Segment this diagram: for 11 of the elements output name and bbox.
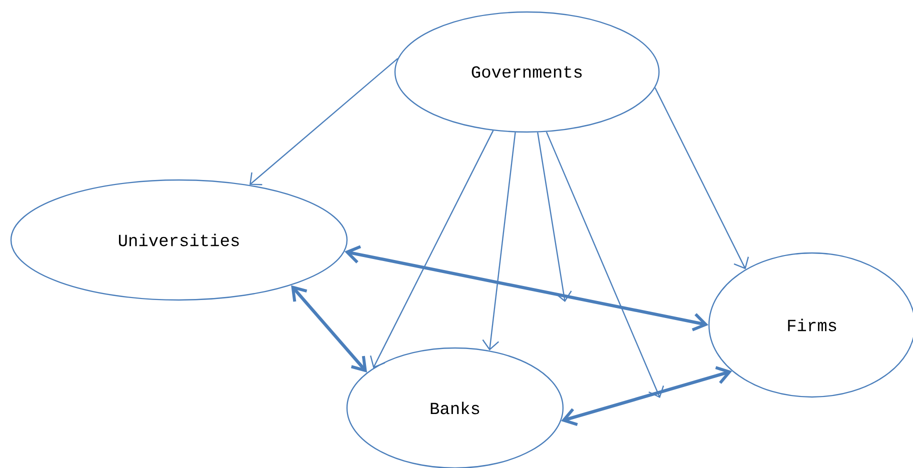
arrow <box>370 130 494 368</box>
arrow <box>546 132 664 398</box>
ellipse-node: Universities <box>10 179 348 301</box>
arrow <box>482 132 516 351</box>
arrow <box>344 245 708 332</box>
arrow <box>537 132 572 302</box>
arrow <box>654 87 749 270</box>
arrow <box>291 285 368 372</box>
ellipse-node: Governments <box>394 11 660 133</box>
arrow <box>249 58 398 186</box>
arrow <box>561 366 732 426</box>
